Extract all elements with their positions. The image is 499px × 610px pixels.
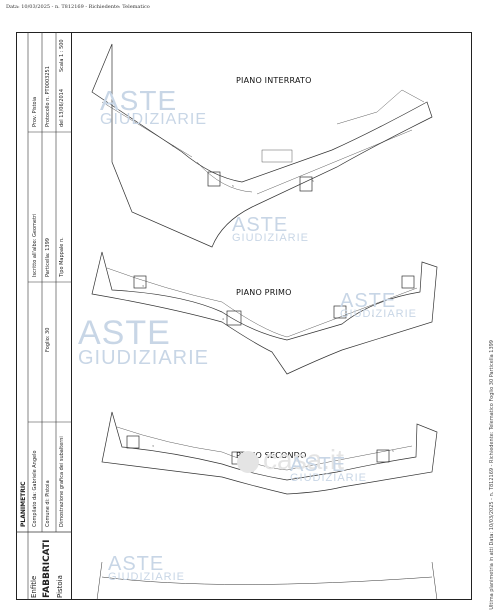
title-cell-0: PLANIMETRIC [20,481,27,527]
bottom-block-2: Pistoia [56,575,64,598]
title-cell-5: Foglio: 30 [45,327,51,352]
title-cell-2: Comune di: Pistoia [45,480,51,527]
title-block: PLANIMETRIC Compilato da: Gabriele Angel… [16,32,72,600]
svg-text:5: 5 [372,314,374,318]
floor-plans: 455 345 345 PIANO INTERRATO PIANO PRIMO … [72,32,472,600]
title-block-grid [16,32,72,600]
title-cell-3: Dimostrazione grafica dei subalterni [59,436,65,527]
plan-outline-interrato [91,43,433,248]
title-cell-9: Protocollo n. PT0003251 [45,66,51,127]
title-cell-11: Scala 1 : 500 [59,39,65,72]
plan-outline-secondo [101,411,438,495]
svg-text:5: 5 [232,184,234,188]
bottom-block-0: Enfitle [30,575,38,598]
title-cell-1: Compilato da: Gabriele Angelo [32,450,38,527]
header-line: Data: 10/03/2025 - n. T812169 - Richiede… [6,4,150,10]
svg-text:3: 3 [152,444,154,448]
plan-outline-primo [91,251,438,375]
svg-text:4: 4 [222,317,224,321]
casa-watermark: casa.it [237,444,344,476]
svg-text:3: 3 [142,284,144,288]
bottom-block-1: FABBRICATI [42,539,52,598]
svg-text:5: 5 [392,449,394,453]
title-cell-10: del 13/06/2014 [59,88,65,127]
floor-plan-lines: 455 345 345 [91,43,438,600]
svg-text:5: 5 [312,179,314,183]
plan-label-primo: PIANO PRIMO [236,288,292,297]
title-cell-7: Tipo Mappale n. [59,237,65,277]
title-cell-8: Prov. Pistoia [32,96,38,127]
casa-watermark-text: casa.it [263,444,344,475]
right-margin-note: Ultima planimetria in atti Data: 10/03/2… [489,340,495,610]
title-cell-6: Particella: 1399 [45,238,51,277]
casa-logo-icon [237,450,259,473]
svg-text:4: 4 [172,144,174,148]
plan-label-secondo: PIANO SECONDO [236,451,307,460]
plan-label-interrato: PIANO INTERRATO [236,76,312,85]
title-cell-4: Iscritto all'albo: Geometri [32,213,38,277]
